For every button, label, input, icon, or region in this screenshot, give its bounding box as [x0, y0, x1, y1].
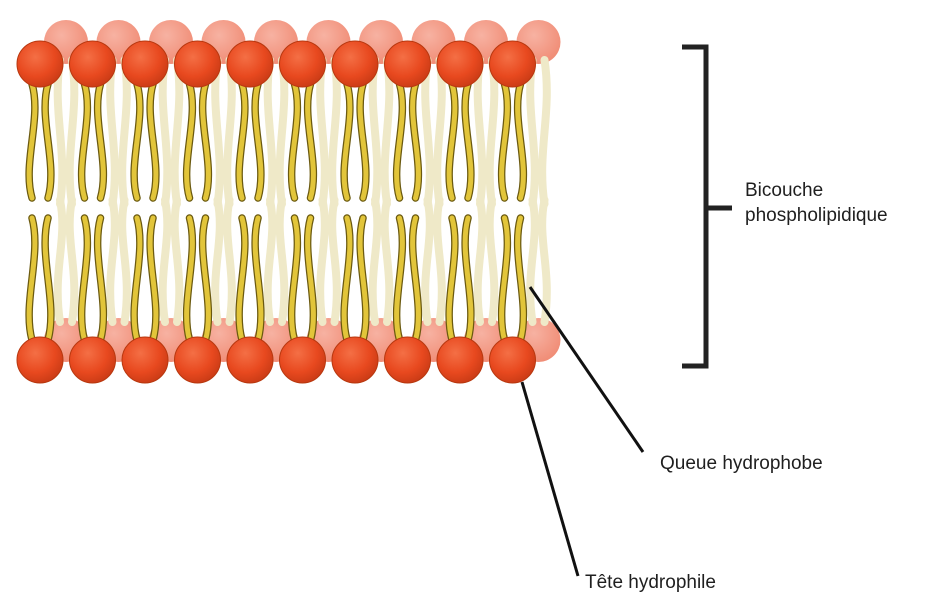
back-tail-top	[320, 60, 325, 204]
head-bottom	[17, 337, 63, 383]
back-tail-top	[268, 60, 273, 204]
head-leader-line	[522, 382, 578, 576]
head-bottom	[227, 337, 273, 383]
bilayer-label: Bicouche phospholipidique	[745, 178, 888, 228]
back-tail-bottom	[58, 200, 63, 322]
back-tail-bottom	[280, 200, 285, 322]
head-top	[17, 41, 63, 87]
head-top	[437, 41, 483, 87]
back-tail-top	[385, 60, 390, 204]
back-tail-top	[425, 60, 430, 204]
back-tail-bottom	[332, 200, 337, 322]
back-tail-top	[542, 60, 547, 204]
back-tail-bottom	[215, 200, 220, 322]
back-tail-bottom	[320, 200, 325, 322]
back-tail-top	[163, 60, 168, 204]
back-tail-bottom	[437, 200, 442, 322]
head-bottom	[385, 337, 431, 383]
back-tail-top	[175, 60, 180, 204]
back-tail-top	[530, 60, 535, 204]
back-tail-top	[280, 60, 285, 204]
head-bottom	[70, 337, 116, 383]
back-tail-top	[122, 60, 127, 204]
tail-leader-line	[530, 287, 643, 452]
head-top	[280, 41, 326, 87]
back-tail-bottom	[70, 200, 75, 322]
head-top	[332, 41, 378, 87]
head-top	[70, 41, 116, 87]
back-tail-bottom	[425, 200, 430, 322]
back-tail-top	[332, 60, 337, 204]
back-tail-top	[437, 60, 442, 204]
back-tail-bottom	[175, 200, 180, 322]
back-tail-bottom	[163, 200, 168, 322]
back-tail-top	[110, 60, 115, 204]
back-tail-bottom	[373, 200, 378, 322]
back-tail-bottom	[227, 200, 232, 322]
back-tail-bottom	[268, 200, 273, 322]
head-top	[175, 41, 221, 87]
back-tail-bottom	[122, 200, 127, 322]
back-tail-top	[373, 60, 378, 204]
bilayer-label-line2: phospholipidique	[745, 203, 888, 228]
head-bottom	[280, 337, 326, 383]
bilayer-label-line1: Bicouche	[745, 178, 888, 203]
head-bottom	[437, 337, 483, 383]
head-top	[227, 41, 273, 87]
head-top	[385, 41, 431, 87]
head-bottom	[332, 337, 378, 383]
tail-label: Queue hydrophobe	[660, 451, 823, 476]
back-tail-bottom	[478, 200, 483, 322]
head-top	[122, 41, 168, 87]
back-tail-top	[58, 60, 63, 204]
back-tail-bottom	[110, 200, 115, 322]
head-top	[490, 41, 536, 87]
back-tail-top	[478, 60, 483, 204]
back-tail-top	[70, 60, 75, 204]
back-tail-bottom	[385, 200, 390, 322]
head-bottom	[490, 337, 536, 383]
back-tail-top	[227, 60, 232, 204]
head-bottom	[175, 337, 221, 383]
bilayer-bracket	[682, 47, 732, 366]
head-bottom	[122, 337, 168, 383]
back-tail-bottom	[530, 200, 535, 322]
back-tail-top	[215, 60, 220, 204]
back-tail-bottom	[490, 200, 495, 322]
head-label: Tête hydrophile	[585, 570, 716, 595]
back-tail-top	[490, 60, 495, 204]
